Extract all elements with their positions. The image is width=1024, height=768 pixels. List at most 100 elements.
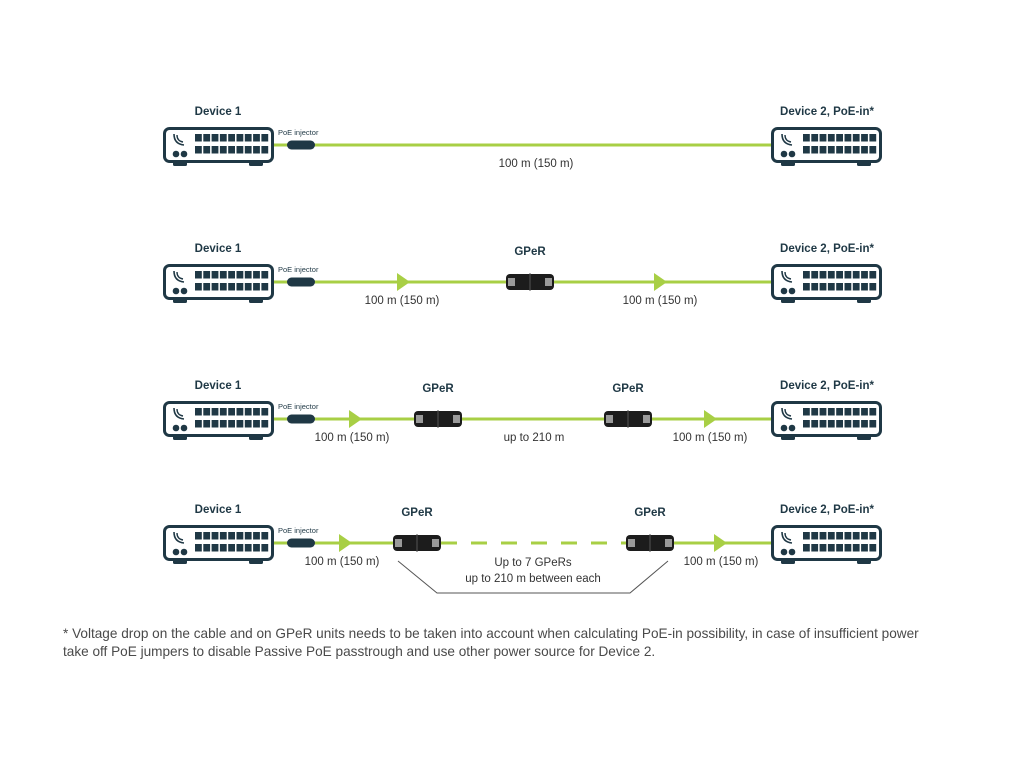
distance-label: 100 m (150 m) xyxy=(305,556,380,568)
ethernet-port xyxy=(253,420,260,428)
ethernet-port xyxy=(811,544,819,552)
device-foot xyxy=(857,298,871,303)
ethernet-port xyxy=(852,420,860,428)
ethernet-port xyxy=(195,408,202,416)
distance-label: 100 m (150 m) xyxy=(684,556,759,568)
poe-injector: PoE injector xyxy=(278,128,319,150)
poe-injector-icon xyxy=(287,277,315,287)
ethernet-port xyxy=(836,134,843,142)
wireless-icon xyxy=(173,407,185,420)
ethernet-port xyxy=(244,146,252,154)
direction-arrow-icon xyxy=(654,273,667,291)
ethernet-port xyxy=(819,283,827,291)
ethernet-port xyxy=(852,544,860,552)
gper-unit: GPeR xyxy=(393,507,441,552)
ethernet-port xyxy=(236,544,244,552)
wireless-icon-arc xyxy=(176,271,184,280)
ethernet-port xyxy=(211,283,219,291)
ethernet-port xyxy=(811,408,819,416)
ethernet-port xyxy=(819,408,827,416)
ethernet-port xyxy=(861,146,868,154)
ethernet-port xyxy=(203,134,211,142)
ethernet-port xyxy=(861,283,868,291)
poe-injector-icon xyxy=(287,414,315,424)
ethernet-port xyxy=(811,271,819,279)
gper-label: GPeR xyxy=(514,246,546,258)
ethernet-port xyxy=(803,146,810,154)
wireless-icon xyxy=(781,407,793,420)
poe-injector-label: PoE injector xyxy=(278,128,319,137)
poe-injector-icon xyxy=(287,538,315,548)
ethernet-port xyxy=(803,408,810,416)
poe-injector: PoE injector xyxy=(278,402,319,424)
ethernet-port xyxy=(261,134,269,142)
wireless-icon xyxy=(781,531,793,544)
ethernet-port xyxy=(236,532,244,540)
wireless-icon xyxy=(781,270,793,283)
ethernet-port xyxy=(811,283,819,291)
ethernet-port xyxy=(836,271,843,279)
device-1-label: Device 1 xyxy=(195,106,242,118)
device-foot xyxy=(781,298,795,303)
ethernet-port xyxy=(844,420,852,428)
led-icon xyxy=(788,287,796,295)
ethernet-port xyxy=(827,146,835,154)
led-icon xyxy=(172,548,180,556)
ethernet-port xyxy=(195,420,202,428)
device-foot xyxy=(249,298,263,303)
gper-unit: GPeR xyxy=(626,507,674,552)
ethernet-port xyxy=(211,271,219,279)
ethernet-port xyxy=(852,146,860,154)
ethernet-port xyxy=(836,408,843,416)
ethernet-port xyxy=(211,544,219,552)
device-1-label: Device 1 xyxy=(195,243,242,255)
ethernet-port xyxy=(852,532,860,540)
ethernet-port xyxy=(811,420,819,428)
gper-label: GPeR xyxy=(401,507,433,519)
led-icon xyxy=(180,150,188,158)
ethernet-port xyxy=(811,532,819,540)
ethernet-port xyxy=(228,134,235,142)
gper-port xyxy=(643,415,650,423)
ethernet-port xyxy=(836,420,843,428)
device-foot xyxy=(857,435,871,440)
gper-label: GPeR xyxy=(422,383,454,395)
ethernet-port xyxy=(827,420,835,428)
bracket-label-2: up to 210 m between each xyxy=(465,573,601,585)
ethernet-port xyxy=(244,283,252,291)
device-foot xyxy=(173,298,187,303)
device-foot xyxy=(781,559,795,564)
led-icon xyxy=(780,548,788,556)
ethernet-port xyxy=(195,146,202,154)
ethernet-port xyxy=(261,544,269,552)
ethernet-port xyxy=(827,134,835,142)
poe-injector-icon xyxy=(287,140,315,150)
wireless-icon-arc xyxy=(176,532,184,541)
ethernet-port xyxy=(844,532,852,540)
device-1-label: Device 1 xyxy=(195,504,242,516)
led-icon xyxy=(180,424,188,432)
device-foot xyxy=(249,161,263,166)
ethernet-port xyxy=(228,544,235,552)
ethernet-port xyxy=(244,134,252,142)
ethernet-port xyxy=(869,532,877,540)
gper-unit: GPeR xyxy=(604,383,652,428)
ethernet-port xyxy=(236,408,244,416)
direction-arrow-icon xyxy=(339,534,352,552)
ethernet-port xyxy=(861,408,868,416)
ethernet-port xyxy=(261,271,269,279)
ethernet-port xyxy=(203,271,211,279)
ethernet-port xyxy=(219,271,227,279)
ethernet-port xyxy=(244,408,252,416)
ethernet-port xyxy=(836,146,843,154)
device-foot xyxy=(173,435,187,440)
ethernet-port xyxy=(261,283,269,291)
distance-label: 100 m (150 m) xyxy=(315,432,390,444)
led-icon xyxy=(780,150,788,158)
ethernet-port xyxy=(219,544,227,552)
ethernet-port xyxy=(852,408,860,416)
ethernet-port xyxy=(195,283,202,291)
ethernet-port xyxy=(219,134,227,142)
device-2-label: Device 2, PoE-in* xyxy=(780,243,874,255)
ethernet-port xyxy=(819,146,827,154)
